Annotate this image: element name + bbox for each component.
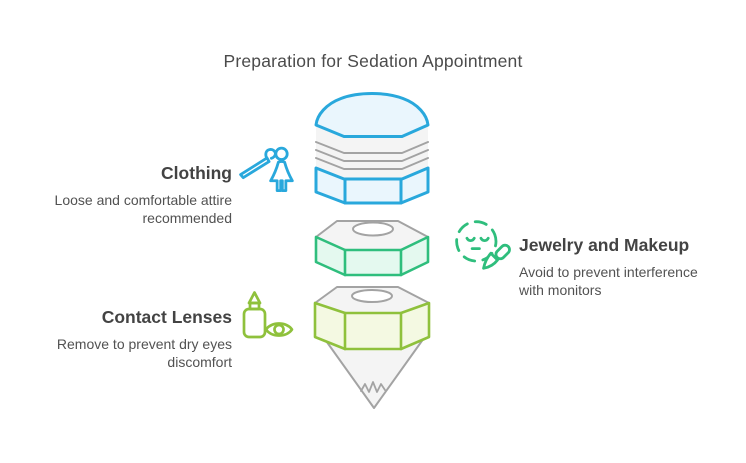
funnel-illustration — [313, 92, 431, 409]
contact-lenses-description: Remove to prevent dry eyes discomfort — [56, 336, 232, 371]
jewelry-makeup-description: Avoid to prevent interference with monit… — [519, 264, 698, 299]
funnel-segment-middle-nut — [314, 220, 430, 277]
face-makeup-brush-icon — [455, 220, 511, 270]
section-clothing: Clothing Loose and comfortable attire re… — [2, 163, 232, 228]
clothing-description: Loose and comfortable attire recommended — [54, 192, 232, 227]
funnel-segment-bottom-nut — [313, 286, 431, 351]
diagram-title: Preparation for Sedation Appointment — [223, 51, 523, 71]
jewelry-makeup-heading: Jewelry and Makeup — [519, 235, 690, 255]
clothing-heading: Clothing — [161, 163, 232, 183]
section-jewelry-makeup: Jewelry and Makeup Avoid to prevent inte… — [519, 235, 724, 300]
eyedrop-bottle-eye-icon — [242, 291, 294, 339]
section-contact-lenses: Contact Lenses Remove to prevent dry eye… — [2, 307, 232, 372]
contact-lenses-heading: Contact Lenses — [101, 307, 232, 327]
hanger-woman-icon — [239, 146, 294, 193]
funnel-segment-top-drum — [314, 92, 430, 205]
